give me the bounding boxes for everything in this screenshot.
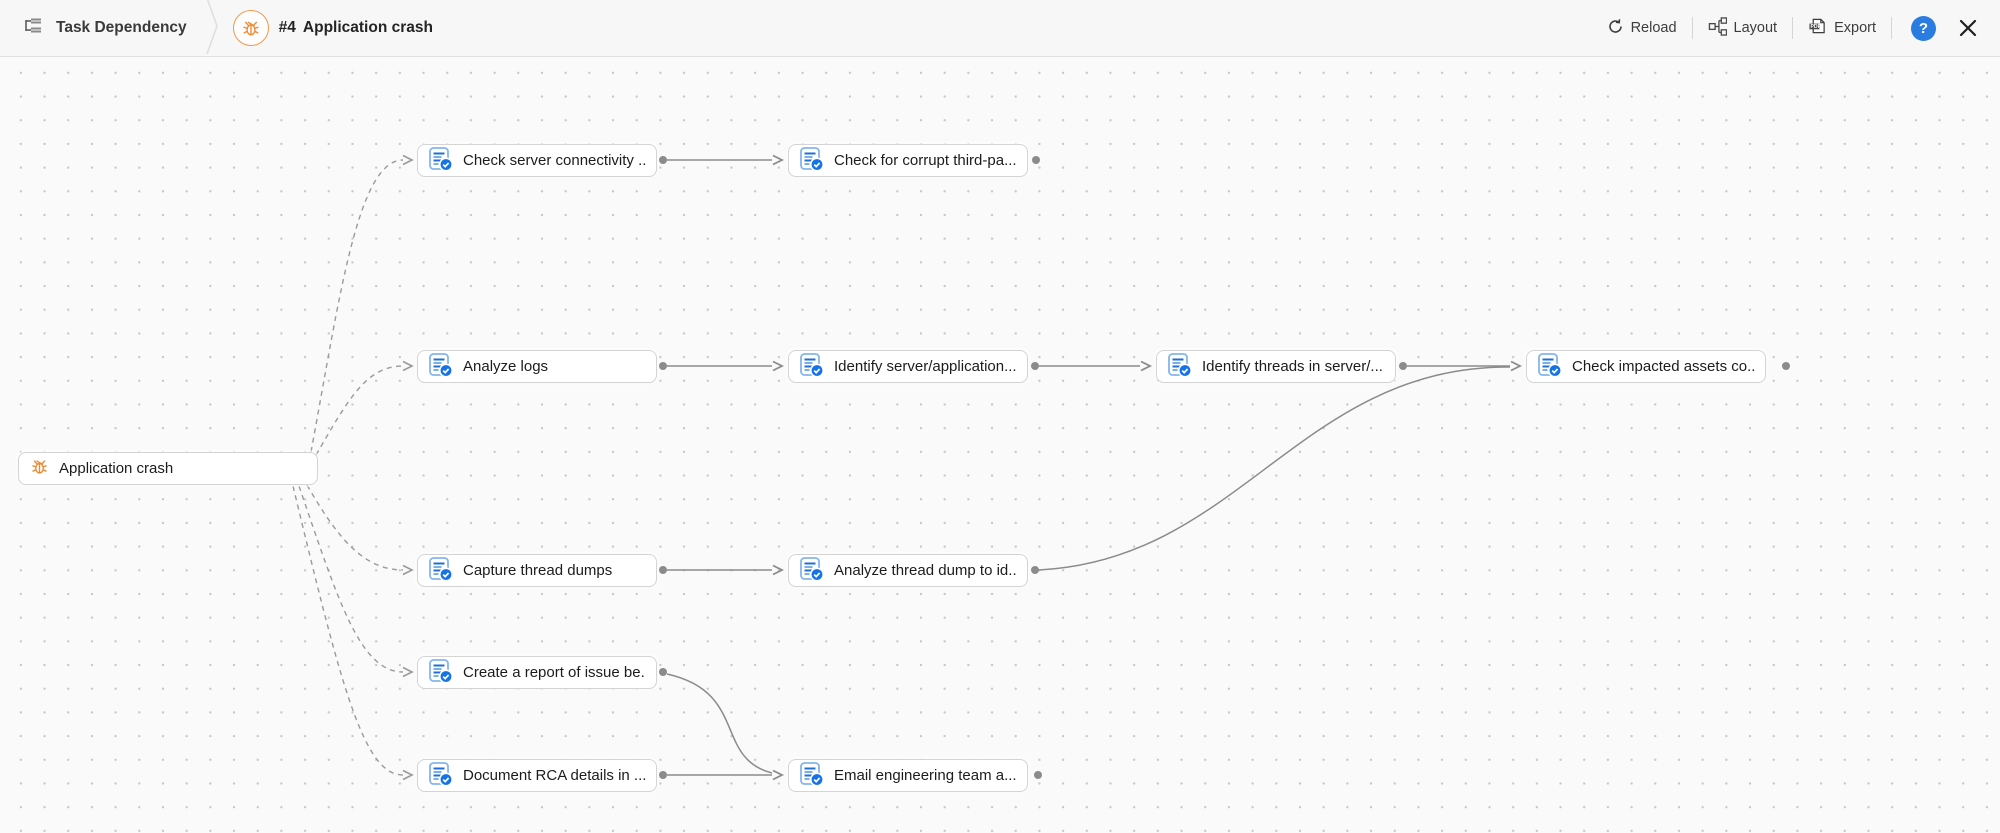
node-label: Create a report of issue be... [463,664,646,681]
task-node[interactable]: Identify threads in server/... [1156,350,1396,383]
node-label: Email engineering team a... [834,767,1017,784]
reload-button[interactable]: Reload [1607,18,1677,39]
task-check-icon [799,146,825,176]
node-label: Identify server/application... [834,358,1017,375]
export-button[interactable]: PDF Export [1808,17,1876,39]
breadcrumb-chevron-icon [205,0,219,59]
node-label: Check impacted assets co... [1572,358,1755,375]
dependency-icon [22,14,45,42]
toolbar-divider [1891,17,1892,39]
reload-label: Reload [1630,20,1677,36]
page-title: Task Dependency [56,19,187,36]
task-node[interactable]: Check server connectivity ... [417,144,657,177]
node-label: Check for corrupt third-pa... [834,152,1017,169]
export-pdf-icon: PDF [1808,17,1827,39]
task-node[interactable]: Capture thread dumps [417,554,657,587]
task-check-icon [1537,352,1563,382]
toolbar-divider [1792,17,1794,39]
task-node[interactable]: Document RCA details in ... [417,759,657,792]
node-label: Identify threads in server/... [1202,358,1383,375]
node-label: Analyze thread dump to id... [834,562,1017,579]
toolbar-divider [1691,17,1693,39]
node-label: Check server connectivity ... [463,152,646,169]
bug-icon [29,456,50,481]
task-node[interactable]: Identify server/application... [788,350,1028,383]
task-check-icon [428,761,454,791]
close-icon[interactable] [1958,18,1978,38]
reload-icon [1607,18,1624,39]
task-check-icon [428,658,454,688]
layout-button[interactable]: Layout [1708,16,1778,40]
export-label: Export [1834,20,1876,36]
task-node[interactable]: Check for corrupt third-pa... [788,144,1028,177]
root-node[interactable]: Application crash [18,452,318,485]
help-icon[interactable]: ? [1911,15,1936,41]
task-node[interactable]: Create a report of issue be... [417,656,657,689]
toolbar-actions: Reload Layout PDF [1607,15,2000,41]
task-check-icon [428,556,454,586]
toolbar: Task Dependency #4 Application crash [0,0,2000,57]
svg-text:PDF: PDF [1811,24,1821,30]
layout-icon [1708,16,1727,40]
task-node[interactable]: Analyze logs [417,350,657,383]
task-check-icon [1167,352,1193,382]
layout-label: Layout [1733,20,1778,36]
task-check-icon [799,761,825,791]
item-title: #4 Application crash [279,19,433,37]
task-node[interactable]: Analyze thread dump to id... [788,554,1028,587]
node-label: Analyze logs [463,358,549,375]
node-label: Document RCA details in ... [463,767,646,784]
item-id: #4 [278,19,296,36]
task-check-icon [428,352,454,382]
node-label: Application crash [59,460,174,477]
task-node[interactable]: Check impacted assets co... [1526,350,1766,383]
item-name: Application crash [302,19,433,36]
node-label: Capture thread dumps [463,562,613,579]
bug-icon [232,10,269,46]
task-check-icon [799,556,825,586]
breadcrumb: Task Dependency #4 Application crash [0,0,433,59]
task-check-icon [428,146,454,176]
task-check-icon [799,352,825,382]
task-node[interactable]: Email engineering team a... [788,759,1028,792]
